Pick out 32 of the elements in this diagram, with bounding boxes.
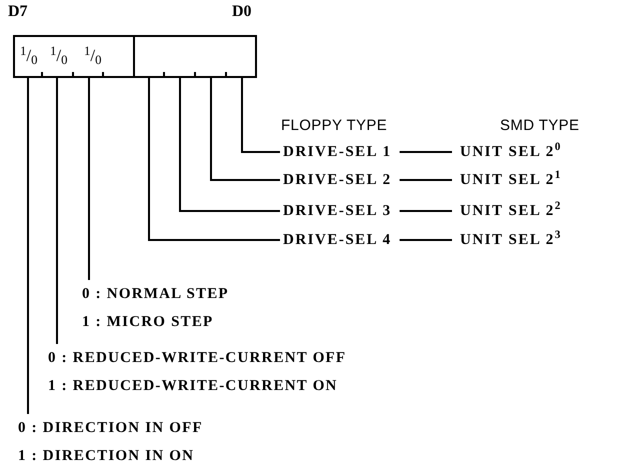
connector-line	[148, 78, 280, 241]
column-heading: FLOPPY TYPE	[281, 118, 388, 133]
bit-setting-text: 0 : REDUCED-WRITE-CURRENT OFF	[48, 349, 346, 368]
bit-setting-text: 1 : REDUCED-WRITE-CURRENT ON	[48, 377, 339, 396]
floppy-signal-text: DRIVE-SEL 1	[283, 142, 392, 162]
bit-setting-text: 1 : DIRECTION IN ON	[18, 447, 196, 466]
floppy-signal-text: DRIVE-SEL 3	[283, 201, 392, 221]
connector-line	[400, 239, 452, 241]
connector-line	[400, 179, 452, 181]
connector-line	[210, 78, 280, 181]
connector-line	[56, 78, 58, 344]
bit-number-label: D7	[8, 4, 28, 20]
smd-signal-text: UNIT SEL 2$^{2}$	[460, 201, 562, 221]
smd-signal-text: UNIT SEL 2$^{3}$	[460, 230, 562, 250]
connector-line	[179, 78, 280, 212]
bit-setting-text: 1 : MICRO STEP	[82, 313, 214, 332]
connector-line	[400, 151, 452, 153]
bit-number-label: D0	[232, 4, 252, 20]
column-heading: SMD TYPE	[500, 118, 580, 133]
bit-value-label: $^{1}$/$_{0}$	[84, 47, 102, 64]
bit-value-label: $^{1}$/$_{0}$	[50, 47, 68, 64]
connector-line	[27, 78, 29, 414]
floppy-signal-text: DRIVE-SEL 4	[283, 230, 392, 250]
connector-line	[88, 78, 90, 280]
smd-signal-text: UNIT SEL 2$^{0}$	[460, 142, 562, 162]
connector-line	[400, 210, 452, 212]
connector-line	[241, 78, 280, 153]
bit-value-label: $^{1}$/$_{0}$	[20, 47, 38, 64]
bit-setting-text: 0 : NORMAL STEP	[82, 285, 229, 304]
bit-setting-text: 0 : DIRECTION IN OFF	[18, 419, 203, 438]
smd-signal-text: UNIT SEL 2$^{1}$	[460, 170, 562, 190]
floppy-signal-text: DRIVE-SEL 2	[283, 170, 392, 190]
